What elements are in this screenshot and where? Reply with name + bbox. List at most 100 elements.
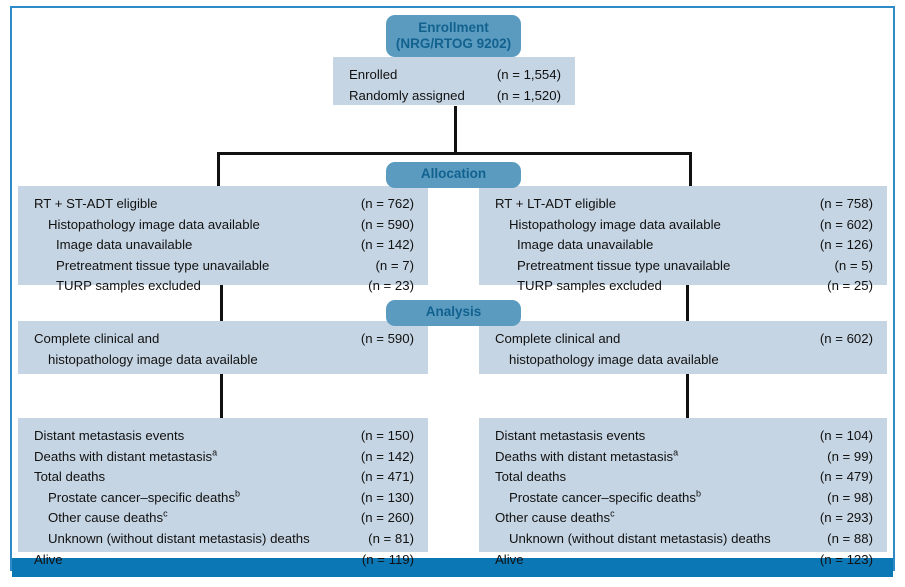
allocation-right-rows: RT + LT-ADT eligible (n = 758) Histopathol… bbox=[479, 186, 887, 305]
stage-pill-enrollment-line1: Enrollment bbox=[418, 20, 489, 35]
table-row: Unknown (without distant metastasis) dea… bbox=[34, 529, 414, 550]
row-label: Complete clinical and bbox=[495, 331, 621, 346]
row-value: (n = 104) bbox=[819, 428, 873, 443]
row-value: (n = 7) bbox=[375, 257, 414, 273]
row-label: Other cause deathsc bbox=[495, 508, 615, 526]
table-row: Image data unavailable (n = 142) bbox=[34, 235, 414, 256]
table-row: Other cause deathsc (n = 293) bbox=[495, 508, 873, 529]
analysis-box-left: Complete clinical and (n = 590) histopat… bbox=[18, 321, 428, 374]
table-row: Complete clinical and (n = 602) bbox=[495, 329, 873, 350]
outcomes-box-right: Distant metastasis events (n = 104) Deaths… bbox=[479, 418, 887, 567]
stage-pill-allocation-label: Allocation bbox=[420, 166, 487, 181]
table-row-continuation: histopathology image data available bbox=[495, 350, 873, 371]
connector-split-right bbox=[689, 152, 692, 197]
row-label: Total deaths bbox=[495, 469, 567, 485]
table-row: Alive (n = 123) bbox=[495, 550, 873, 571]
analysis-box-right: Complete clinical and (n = 602) histopat… bbox=[479, 321, 887, 374]
table-row: Total deaths (n = 471) bbox=[34, 467, 414, 488]
table-row: TURP samples excluded (n = 25) bbox=[495, 276, 873, 297]
row-label: Distant metastasis events bbox=[495, 428, 646, 443]
stage-pill-analysis-label: Analysis bbox=[425, 304, 482, 319]
stage-pill-analysis: Analysis bbox=[386, 300, 521, 326]
row-label: Enrolled bbox=[349, 67, 398, 82]
table-row: Deaths with distant metastasisa (n = 142) bbox=[34, 447, 414, 468]
row-label: Image data unavailable bbox=[517, 237, 654, 253]
connector-alloc-to-analysis-left bbox=[220, 285, 223, 321]
table-row-continuation: histopathology image data available bbox=[34, 350, 414, 371]
row-value: (n = 1,554) bbox=[496, 67, 561, 82]
row-label-line2: histopathology image data available bbox=[509, 351, 719, 367]
outcomes-box-left: Distant metastasis events (n = 150) Deaths… bbox=[18, 418, 428, 567]
row-value: (n = 130) bbox=[360, 489, 414, 505]
table-row: Histopathology image data available(n = … bbox=[34, 215, 414, 236]
row-label: Alive bbox=[34, 551, 63, 567]
table-row: RT + ST-ADT eligible(n = 762) bbox=[34, 194, 414, 215]
row-value: (n = 126) bbox=[819, 237, 873, 253]
row-label: Other cause deathsc bbox=[48, 508, 168, 526]
allocation-box-left: RT + ST-ADT eligible(n = 762)Histopathol… bbox=[18, 186, 428, 293]
table-row: Enrolled (n = 1,554) bbox=[349, 65, 561, 86]
stage-pill-allocation: Allocation bbox=[386, 162, 521, 188]
table-row: Deaths with distant metastasisa(n = 99) bbox=[495, 447, 873, 468]
row-label: TURP samples excluded bbox=[56, 278, 201, 294]
row-value: (n = 293) bbox=[819, 510, 873, 526]
footnote-marker: b bbox=[695, 488, 701, 499]
row-value: (n = 88) bbox=[827, 530, 873, 546]
table-row: Distant metastasis events (n = 104) bbox=[495, 426, 873, 447]
table-row: RT + LT-ADT eligible (n = 758) bbox=[495, 194, 873, 215]
row-value: (n = 602) bbox=[819, 331, 873, 346]
row-label: Deaths with distant metastasisa bbox=[34, 447, 218, 464]
row-label: Unknown (without distant metastasis) dea… bbox=[48, 530, 310, 546]
row-label: Image data unavailable bbox=[56, 237, 193, 253]
row-label: Alive bbox=[495, 551, 524, 567]
connector-enrollment-down bbox=[454, 106, 457, 153]
allocation-left-rows: RT + ST-ADT eligible(n = 762)Histopathol… bbox=[18, 186, 428, 305]
connector-analysis-to-outcomes-right bbox=[686, 374, 689, 419]
row-value: (n = 471) bbox=[360, 469, 414, 485]
row-value: (n = 123) bbox=[819, 551, 873, 567]
row-value: (n = 142) bbox=[360, 237, 414, 253]
table-row: Randomly assigned (n = 1,520) bbox=[349, 86, 561, 107]
row-value: (n = 81) bbox=[368, 530, 414, 546]
row-label: Histopathology image data available bbox=[509, 216, 721, 232]
table-row: Histopathology image data available (n = … bbox=[495, 215, 873, 236]
table-row: Total deaths(n = 479) bbox=[495, 467, 873, 488]
footnote-marker: c bbox=[610, 508, 615, 519]
row-value: (n = 142) bbox=[360, 448, 414, 464]
row-value: (n = 260) bbox=[360, 510, 414, 526]
footnote-marker: a bbox=[212, 447, 218, 458]
row-label: Randomly assigned bbox=[349, 87, 465, 103]
row-label: RT + ST-ADT eligible bbox=[34, 196, 158, 211]
enrollment-box: Enrolled (n = 1,554) Randomly assigned (… bbox=[333, 57, 575, 105]
row-value: (n = 25) bbox=[827, 278, 873, 294]
connector-split-left bbox=[217, 152, 220, 197]
table-row: Prostate cancer–specific deathsb(n = 98) bbox=[495, 488, 873, 509]
table-row: Alive (n = 119) bbox=[34, 550, 414, 571]
row-label: Total deaths bbox=[34, 469, 106, 485]
table-row: Prostate cancer–specific deathsb (n = 130… bbox=[34, 488, 414, 509]
table-row: TURP samples excluded(n = 23) bbox=[34, 276, 414, 297]
row-label: TURP samples excluded bbox=[517, 278, 662, 294]
stage-pill-enrollment-line2: (NRG/RTOG 9202) bbox=[395, 35, 512, 51]
analysis-left-rows: Complete clinical and (n = 590) histopat… bbox=[18, 321, 428, 378]
row-label: Prostate cancer–specific deathsb bbox=[48, 488, 240, 505]
enrollment-rows: Enrolled (n = 1,554) Randomly assigned (… bbox=[333, 57, 575, 114]
row-value: (n = 1,520) bbox=[496, 87, 561, 103]
table-row: Image data unavailable (n = 126) bbox=[495, 235, 873, 256]
stage-pill-enrollment: Enrollment (NRG/RTOG 9202) bbox=[386, 15, 521, 57]
table-row: Other cause deathsc (n = 260) bbox=[34, 508, 414, 529]
row-value: (n = 758) bbox=[819, 196, 873, 211]
table-row: Distant metastasis events (n = 150) bbox=[34, 426, 414, 447]
row-label: Distant metastasis events bbox=[34, 428, 185, 443]
row-value: (n = 150) bbox=[360, 428, 414, 443]
row-value: (n = 602) bbox=[819, 216, 873, 232]
row-label: Pretreatment tissue type unavailable bbox=[517, 257, 731, 273]
outcomes-left-rows: Distant metastasis events (n = 150) Deaths… bbox=[18, 418, 428, 578]
analysis-right-rows: Complete clinical and (n = 602) histopat… bbox=[479, 321, 887, 378]
footer-bar bbox=[12, 558, 893, 577]
row-label: RT + LT-ADT eligible bbox=[495, 196, 617, 211]
row-value: (n = 119) bbox=[361, 551, 414, 567]
row-value: (n = 99) bbox=[827, 448, 873, 464]
row-value: (n = 590) bbox=[360, 216, 414, 232]
connector-analysis-to-outcomes-left bbox=[220, 374, 223, 419]
